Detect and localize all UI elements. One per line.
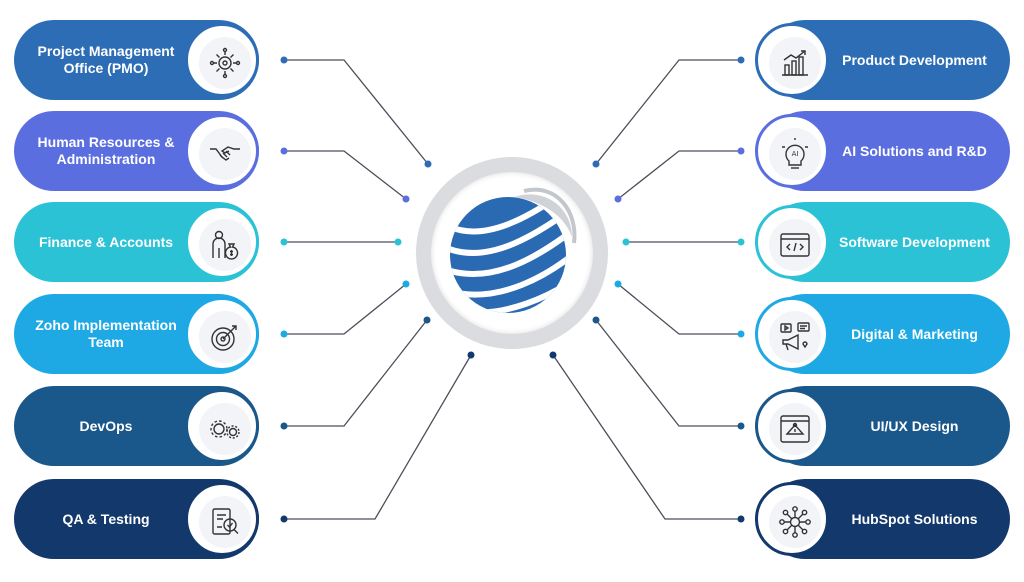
connector-dot — [280, 515, 288, 523]
connector-dot — [737, 238, 745, 246]
connector-dot — [280, 422, 288, 430]
connector-dot — [394, 238, 402, 246]
connector-dot — [737, 515, 745, 523]
icon-badge — [185, 114, 259, 188]
connector-dot — [280, 238, 288, 246]
department-pill-uiux[interactable]: UI/UX Design — [755, 386, 1010, 466]
connector-dot — [402, 195, 410, 203]
icon-badge: AI — [755, 114, 829, 188]
department-pill-software[interactable]: Software Development — [755, 202, 1010, 282]
connector-dot — [280, 330, 288, 338]
icon-badge — [755, 482, 829, 556]
department-label: Zoho Implementation Team — [35, 317, 177, 350]
department-pill-hr[interactable]: Human Resources & Administration — [14, 111, 259, 191]
department-pill-qa[interactable]: QA & Testing — [14, 479, 259, 559]
svg-text:AI: AI — [792, 150, 799, 158]
person-money-bag-icon — [212, 230, 239, 260]
department-pill-product[interactable]: Product Development — [755, 20, 1010, 100]
department-label: Human Resources & Administration — [37, 134, 175, 167]
connector-line — [595, 59, 741, 165]
connector-line — [284, 319, 428, 427]
design-tool-icon — [780, 415, 810, 443]
department-pill-hubspot[interactable]: HubSpot Solutions — [755, 479, 1010, 559]
connector-line — [617, 283, 741, 335]
department-label: Product Development — [842, 51, 987, 68]
connector-line — [284, 354, 472, 520]
connector-dot — [592, 160, 600, 168]
icon-badge — [755, 23, 829, 97]
connector-dot — [424, 160, 432, 168]
department-label: Software Development — [839, 233, 990, 250]
connector-dot — [737, 422, 745, 430]
test-report-icon — [212, 508, 239, 535]
department-pill-pmo[interactable]: Project Management Office (PMO) — [14, 20, 259, 100]
connector-dot — [423, 316, 431, 324]
ai-chip-bulb-icon: AI — [782, 138, 808, 169]
icon-badge — [755, 297, 829, 371]
connector-dot — [737, 56, 745, 64]
connector-line — [617, 150, 741, 200]
connector-dot — [402, 280, 410, 288]
icon-badge — [185, 23, 259, 97]
connector-dot — [622, 238, 630, 246]
department-label: AI Solutions and R&D — [842, 142, 987, 159]
target-icon — [211, 325, 237, 351]
icon-badge — [755, 389, 829, 463]
department-label: Finance & Accounts — [38, 233, 174, 250]
connector-dot — [592, 316, 600, 324]
icon-badge — [185, 205, 259, 279]
icon-badge — [185, 389, 259, 463]
connector-dot — [614, 280, 622, 288]
icon-badge — [185, 482, 259, 556]
department-label: Project Management Office (PMO) — [37, 43, 175, 76]
bar-chart-icon — [782, 50, 808, 76]
connector-line — [284, 59, 429, 165]
hub-network-icon — [779, 506, 811, 538]
department-label: UI/UX Design — [870, 417, 959, 434]
code-window-icon — [780, 233, 810, 257]
handshake-icon — [210, 146, 240, 161]
gear-network-icon — [209, 47, 241, 79]
connector-dot — [549, 351, 557, 359]
department-label: HubSpot Solutions — [851, 510, 978, 527]
department-pill-zoho[interactable]: Zoho Implementation Team — [14, 294, 259, 374]
connector-line — [552, 354, 741, 520]
connector-dot — [280, 56, 288, 64]
connector-line — [284, 283, 407, 335]
icon-badge — [185, 297, 259, 371]
connector-dot — [614, 195, 622, 203]
connector-line — [595, 319, 741, 427]
megaphone-icon — [780, 322, 810, 351]
icon-badge — [755, 205, 829, 279]
gears-icon — [210, 420, 240, 439]
connector-dot — [737, 147, 745, 155]
connector-dot — [467, 351, 475, 359]
department-pill-ai[interactable]: AI Solutions and R&D AI — [755, 111, 1010, 191]
connector-line — [284, 150, 407, 200]
connector-dot — [280, 147, 288, 155]
connector-dot — [737, 330, 745, 338]
department-pill-devops[interactable]: DevOps — [14, 386, 259, 466]
department-pill-finance[interactable]: Finance & Accounts — [14, 202, 259, 282]
department-label: QA & Testing — [62, 510, 150, 527]
department-pill-marketing[interactable]: Digital & Marketing — [755, 294, 1010, 374]
department-label: DevOps — [79, 417, 133, 434]
department-label: Digital & Marketing — [851, 325, 978, 342]
company-globe-logo-icon — [450, 187, 577, 313]
